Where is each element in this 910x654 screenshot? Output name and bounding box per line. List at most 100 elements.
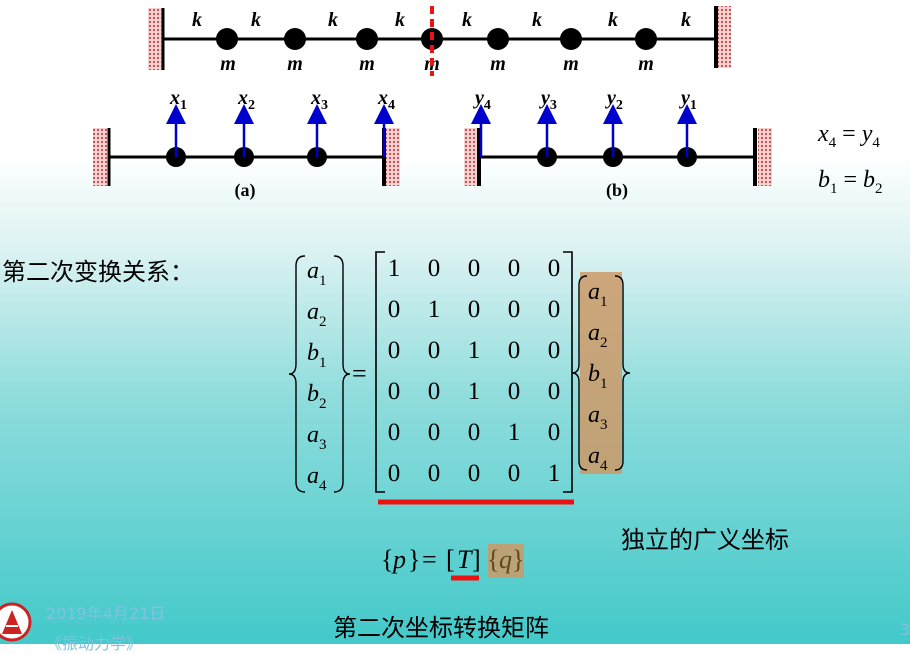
spring-label-k: k [328,9,338,31]
lhs-vector-entry: b1 [307,340,327,371]
mass-label-m: m [220,53,236,75]
svg-text:=: = [422,545,437,574]
transform-matrix-label: 第二次坐标转换矩阵 [333,614,549,642]
lhs-vector-entry: a2 [307,299,327,330]
matrix-cell: 1 [388,255,401,282]
matrix-cell: 0 [428,378,441,405]
matrix-cell: 0 [508,337,521,364]
diagram-a-caption: (a) [235,180,256,201]
coord-label: y3 [539,87,557,113]
formula: { p } = [ T ] { q } [381,545,524,574]
matrix-cell: 0 [388,460,401,487]
lhs-vector-entry: b2 [307,381,327,412]
svg-text:}: } [512,545,524,574]
matrix-cell: 0 [388,296,401,323]
constraint-eq2: b1=b2 [818,167,883,197]
matrix-cell: 0 [388,419,401,446]
matrix-cell: 1 [428,296,441,323]
matrix-cell: 0 [508,378,521,405]
matrix-cell: 0 [428,419,441,446]
coord-label: x4 [377,87,395,113]
spring-label-k: k [532,9,542,31]
svg-text:{: { [381,545,393,574]
svg-text:]: ] [472,545,481,574]
mass-label-m: m [490,53,506,75]
matrix-cell: 0 [468,296,481,323]
spring-label-k: k [251,9,261,31]
rhs-vector-entry: a1 [588,279,608,310]
matrix-cell: 0 [508,296,521,323]
spring-label-k: k [395,9,405,31]
matrix-cell: 0 [548,255,561,282]
chain-mass [560,28,582,50]
mass-label-m: m [359,53,375,75]
lhs-right-brace [333,255,351,493]
matrix-cell: 0 [428,460,441,487]
matrix-cell: 1 [468,378,481,405]
diagram-b-caption: (b) [606,180,628,201]
diagram-b-left-wall [464,128,478,186]
coord-label: x1 [169,87,187,113]
coord-label: y2 [605,87,623,113]
rhs-right-brace [614,275,631,471]
rhs-vector-entry: b1 [588,361,608,392]
page-number: 3 [900,620,910,639]
formula-T: T [457,545,473,574]
matrix-cell: 0 [508,255,521,282]
matrix-cell: 0 [548,378,561,405]
matrix-cell: 0 [548,337,561,364]
rhs-vector-entry: a3 [588,402,608,433]
matrix-cell: 0 [468,460,481,487]
svg-text:{: { [487,545,499,574]
footer-course: 《振动力学》 [46,634,143,653]
matrix-cell: 0 [428,337,441,364]
diagram-a-left-wall [93,128,107,186]
matrix-right-bracket [563,251,573,493]
rhs-vector-entry: a2 [588,320,608,351]
mass-label-m: m [287,53,303,75]
matrix-left-bracket [375,251,385,493]
matrix-cell: 0 [388,337,401,364]
diagram-b-right-wall [758,128,772,186]
matrix-cell: 0 [428,255,441,282]
coord-label: y1 [679,87,697,113]
matrix-cell: 1 [508,419,521,446]
footer-date: 2019年4月21日 [46,604,166,623]
equals-sign: = [352,359,367,388]
independent-coords-label: 独立的广义坐标 [621,526,789,554]
coord-label: y4 [473,87,491,113]
spring-label-k: k [462,9,472,31]
spring-label-k: k [681,9,691,31]
rhs-vector-entry: a4 [588,443,608,474]
chain-mass [356,28,378,50]
matrix-cell: 0 [388,378,401,405]
formula-p: p [391,545,406,574]
rhs-left-brace [571,275,588,471]
matrix-cell: 1 [548,460,561,487]
lhs-vector-entry: a4 [307,463,327,494]
svg-text:}: } [408,545,420,574]
matrix-cell: 0 [468,419,481,446]
spring-label-k: k [192,9,202,31]
formula-q: q [499,545,512,574]
q-highlight [488,544,524,578]
matrix-cell: 0 [508,460,521,487]
coord-label: x2 [237,87,255,113]
matrix-cell: 0 [548,419,561,446]
matrix-cell: 1 [468,337,481,364]
right-wall [717,6,731,68]
svg-text:[: [ [446,545,455,574]
rhs-vector-highlight [580,272,622,474]
chain-mass [284,28,306,50]
university-logo [0,602,32,642]
chain-mass [487,28,509,50]
chain-mass [216,28,238,50]
lhs-vector-entry: a3 [307,422,327,453]
constraint-eq1: x4=y4 [817,121,880,151]
constraint-equations: x4=y4 b1=b2 [817,121,883,197]
lhs-left-brace [288,255,306,493]
mass-label-m: m [563,53,579,75]
chain-mass [635,28,657,50]
